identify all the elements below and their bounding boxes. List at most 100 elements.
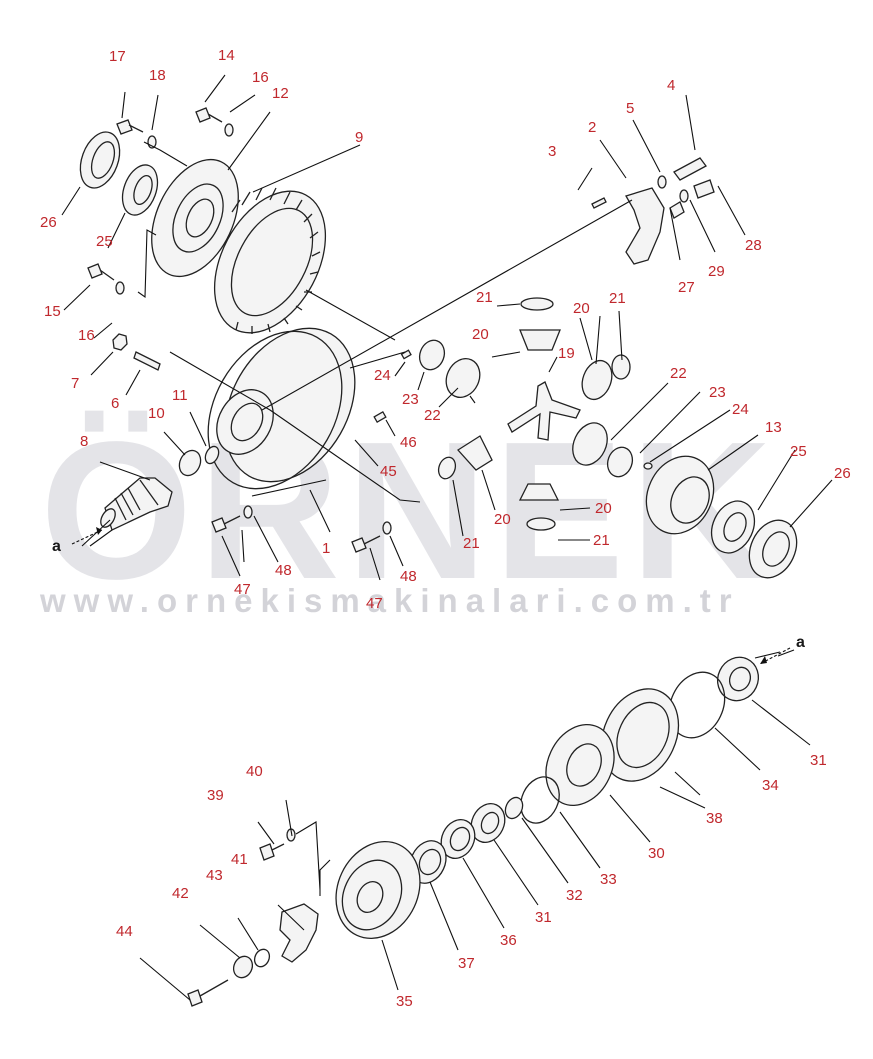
arrow-marker-a-top: a — [52, 527, 103, 555]
bolt-part-14 — [195, 107, 223, 123]
callout-1: 1 — [322, 540, 330, 557]
bearing-part-31-bottom — [470, 803, 506, 843]
callout-38: 38 — [706, 810, 723, 827]
watermark-url: www.ornekismakinalari.com.tr — [39, 582, 740, 619]
pinion-gear-part-20-top — [519, 329, 561, 351]
washer-part-21-left — [437, 456, 457, 480]
arrow-label-a-bottom: a — [796, 634, 805, 651]
callout-24-left: 24 — [374, 367, 391, 384]
washer-part-48-right — [382, 521, 392, 535]
arrow-head-a-bottom — [760, 656, 767, 664]
callout-4: 4 — [667, 77, 675, 94]
bolt-part-39 — [259, 843, 285, 861]
callout-21-bottom: 21 — [593, 532, 610, 549]
seal-part-26-right — [748, 519, 798, 579]
carrier-part-30-inner — [566, 743, 602, 787]
o-ring-part-33 — [520, 776, 560, 824]
bolt-part-17 — [116, 119, 144, 135]
callout-20-left: 20 — [494, 511, 511, 528]
ring-gear-part-9 — [213, 187, 327, 334]
callout-24-right: 24 — [732, 401, 749, 418]
callout-42: 42 — [172, 885, 189, 902]
callout-48-left: 48 — [275, 562, 292, 579]
callout-41: 41 — [231, 851, 248, 868]
cover-part-38-inner — [616, 701, 670, 769]
bracket-part-2 — [625, 187, 665, 265]
differential-case-part-1 — [207, 327, 356, 490]
bearing-part-25-right-inner — [723, 512, 747, 542]
callout-14: 14 — [218, 47, 235, 64]
callout-21-right: 21 — [609, 290, 626, 307]
callout-22-left: 22 — [424, 407, 441, 424]
callout-3: 3 — [548, 143, 556, 160]
callout-30: 30 — [648, 845, 665, 862]
callout-23-left: 23 — [402, 391, 419, 408]
bearing-part-10 — [178, 449, 202, 477]
callout-36: 36 — [500, 932, 517, 949]
callout-44: 44 — [116, 923, 133, 940]
o-ring-part-34 — [668, 671, 726, 739]
bolt-part-28 — [693, 179, 715, 199]
callout-21-left: 21 — [463, 535, 480, 552]
washer-part-42 — [232, 955, 254, 979]
side-gear-part-22-right — [572, 422, 608, 466]
plate-part-27 — [669, 201, 685, 219]
washer-part-23-right — [606, 446, 634, 478]
callout-27: 27 — [678, 279, 695, 296]
callout-31-top: 31 — [810, 752, 827, 769]
callout-47-left: 47 — [234, 581, 251, 598]
lower-assembly — [187, 656, 760, 1007]
callout-11: 11 — [172, 387, 188, 404]
upper-assembly — [79, 107, 798, 579]
washer-part-21-bottom — [526, 517, 556, 531]
bearing-part-36-inner — [449, 826, 471, 852]
stud-part-6 — [133, 351, 161, 371]
seal-part-32 — [504, 796, 524, 820]
callout-8: 8 — [80, 433, 88, 450]
callout-6: 6 — [111, 395, 119, 412]
callout-37: 37 — [458, 955, 475, 972]
callout-19: 19 — [558, 345, 575, 362]
housing-part-35 — [335, 840, 421, 940]
arrow-head-a-top — [96, 527, 102, 535]
bolt-part-4 — [673, 157, 707, 181]
bearing-part-31-top — [716, 656, 760, 702]
callout-13: 13 — [765, 419, 782, 436]
callout-26-right: 26 — [834, 465, 851, 482]
washer-part-48-left — [243, 505, 253, 519]
washer-part-23-left — [418, 339, 446, 371]
callout-48-right: 48 — [400, 568, 417, 585]
washer-part-16-top — [224, 123, 234, 137]
washer-part-21-right — [611, 354, 631, 380]
callout-16-bottom: 16 — [78, 327, 95, 344]
callout-2: 2 — [588, 119, 596, 136]
seal-part-26-left — [79, 131, 121, 189]
callout-33: 33 — [600, 871, 617, 888]
arrow-marker-a-bottom: a — [759, 634, 805, 665]
case-half-part-13 — [645, 455, 715, 535]
pinion-gear-part-20-left — [457, 435, 493, 471]
callout-35: 35 — [396, 993, 413, 1010]
callout-40: 40 — [246, 763, 263, 780]
callout-20-top: 20 — [472, 326, 489, 343]
callout-numbers: 17 18 14 16 12 9 26 25 15 16 7 6 10 11 8… — [40, 47, 851, 1010]
callout-15: 15 — [44, 303, 61, 320]
pin-part-3 — [591, 197, 607, 209]
callout-25-left: 25 — [96, 233, 113, 250]
washer-part-16-bottom — [115, 281, 125, 295]
callout-12: 12 — [272, 85, 289, 102]
carrier-part-30 — [545, 723, 615, 807]
bolt-part-47-right — [351, 535, 381, 553]
pinion-gear-part-20-right — [581, 359, 613, 401]
seal-part-37-inner — [418, 848, 442, 876]
bearing-part-31-bottom-inner — [480, 811, 500, 835]
washer-part-5 — [657, 175, 667, 189]
pinion-gear-part-20-bottom — [518, 483, 560, 501]
bearing-part-25-right — [710, 500, 756, 554]
o-ring-part-43 — [253, 948, 271, 968]
spider-part-19 — [507, 381, 581, 441]
callout-9: 9 — [355, 129, 363, 146]
bearing-part-25-left — [121, 164, 159, 216]
callout-21-top: 21 — [476, 289, 493, 306]
